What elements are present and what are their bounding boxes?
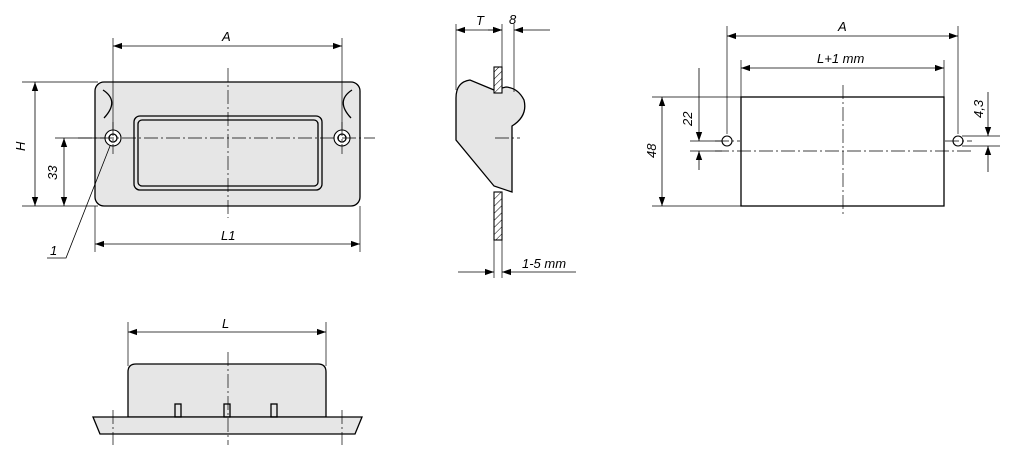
panel-cutout — [740, 96, 945, 207]
side-view: T 8 1-5 mm — [455, 12, 576, 278]
front-view: A H 33 L1 1 — [13, 29, 375, 259]
dim-label-l: L — [222, 316, 229, 331]
corner-curve-left — [102, 89, 113, 119]
clip-right — [270, 403, 278, 418]
flange-top — [92, 416, 363, 435]
dim-label-t: T — [476, 13, 485, 28]
dim-label-33: 33 — [45, 165, 60, 180]
top-view: L — [92, 316, 363, 445]
callout-leader-1 — [47, 145, 111, 259]
panel-section-lower — [493, 191, 503, 241]
panel-section-upper — [493, 66, 503, 94]
corner-curve-right — [342, 89, 353, 119]
callout-label-1: 1 — [50, 243, 57, 258]
dim-label-22: 22 — [680, 111, 695, 127]
clip-left — [174, 403, 182, 418]
front-plate — [94, 81, 361, 207]
dim-label-a: A — [221, 29, 231, 44]
dim-label-h: H — [13, 141, 28, 151]
dim-label-l1: L1 — [221, 228, 235, 243]
cutout-view: A L+1 mm 48 22 4,3 — [644, 19, 1000, 216]
handle-body-top — [127, 363, 327, 418]
dim-label-hole-diameter: 4,3 — [971, 99, 986, 118]
dim-label-panel: 1-5 mm — [522, 256, 566, 271]
dim-label-8: 8 — [509, 12, 517, 27]
handle-profile — [455, 79, 526, 193]
clip-center — [223, 403, 231, 418]
dim-label-48: 48 — [644, 143, 659, 158]
dim-label-a-cutout: A — [837, 19, 847, 34]
dim-label-cutout-length: L+1 mm — [817, 51, 864, 66]
